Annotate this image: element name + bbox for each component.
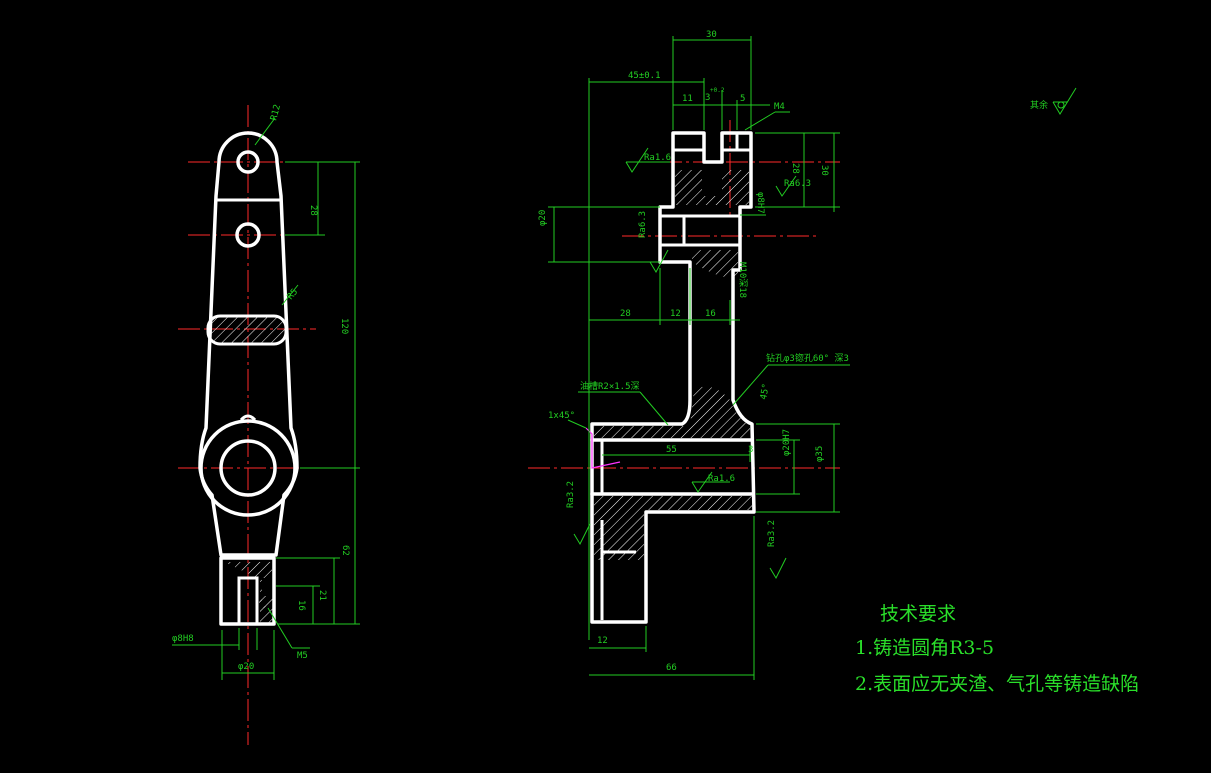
roughness-symbol [625, 147, 649, 173]
dim-3: 3 [748, 445, 753, 455]
surface-note-label: 其余 [1030, 99, 1048, 111]
hole-note: 钻孔φ3锪孔60° 深3 [766, 352, 849, 364]
boss-outer-circle [199, 419, 297, 517]
dim-5: 5 [740, 94, 745, 104]
dim-phi8h8: φ8H8 [172, 634, 194, 644]
ra16-a: Ra1.6 [644, 153, 671, 163]
bore-top-hatch [594, 426, 750, 438]
ra32-b: Ra3.2 [767, 520, 777, 547]
dim-phi20: φ20 [238, 662, 254, 672]
dim-m5: M5 [297, 651, 308, 661]
oil-note: 油槽R2×1.5深 [580, 380, 640, 392]
dim-m10: M10深18 [737, 262, 748, 298]
dim-phi20-right: φ20 [538, 210, 548, 226]
left-view: R12 28 120 R5 62 21 16 φ8H8 φ20 M5 [172, 103, 360, 745]
top-hole [236, 150, 260, 174]
ra63-a: Ra6.3 [784, 179, 811, 189]
dim-16: 16 [296, 600, 306, 611]
arm-section-outline [206, 314, 288, 346]
upper-hatch [675, 170, 749, 205]
requirement-1: 1.铸造圆角R3-5 [855, 637, 994, 659]
dim-12-h: 12 [670, 309, 681, 319]
technical-requirements: 技术要求 1.铸造圆角R3-5 2.表面应无夹渣、气孔等铸造缺陷 [855, 603, 1139, 695]
web-hatch [690, 386, 750, 426]
dim-11: 11 [682, 94, 693, 104]
dim-phi20h7: φ20H7 [782, 429, 792, 456]
ra32-a: Ra3.2 [566, 481, 576, 508]
arm-section-hatch [208, 316, 286, 344]
fork-slot [237, 576, 259, 626]
dim-28-v: 28 [790, 163, 800, 174]
dim-phi8h7: φ8H7 [755, 192, 765, 214]
second-hole [235, 222, 261, 248]
requirement-2: 2.表面应无夹渣、气孔等铸造缺陷 [855, 673, 1139, 695]
thread-hatch [259, 596, 273, 608]
dim-30-v: 30 [819, 165, 829, 176]
leader-chamfer [567, 419, 587, 429]
boss-bore [219, 439, 277, 497]
roughness-symbol [573, 523, 591, 546]
roughness-symbol [1052, 87, 1077, 115]
dim-r12: R12 [269, 103, 283, 121]
dim-phi35: φ35 [815, 446, 825, 462]
roughness-symbol [769, 557, 787, 580]
bore-bottom-hatch [594, 496, 752, 560]
leader-m4 [744, 111, 776, 131]
roughness-symbol [775, 175, 797, 197]
dim-30-top: 30 [706, 30, 717, 40]
dim-21: 21 [317, 590, 327, 601]
dim-3tol: 3 [705, 93, 710, 103]
dim-r5: R5 [286, 287, 301, 302]
ra63-b: Ra6.3 [638, 211, 648, 238]
dim-55: 55 [666, 445, 677, 455]
ra16-b: Ra1.6 [708, 474, 735, 484]
surface-note: 其余 [1030, 87, 1077, 115]
dim-16-h: 16 [705, 309, 716, 319]
leader-oil [639, 391, 669, 426]
upper-head-outline [590, 131, 756, 624]
leader-r12 [254, 117, 276, 146]
roughness-symbol [649, 249, 669, 274]
leader-r5 [281, 284, 299, 306]
chamfer-label: 1x45° [548, 411, 575, 421]
leader-m5 [267, 607, 293, 649]
keyway-notch [239, 414, 257, 422]
dim-28-h: 28 [620, 309, 631, 319]
dim-120: 120 [339, 318, 349, 334]
requirements-title: 技术要求 [880, 603, 956, 625]
dim-66: 66 [666, 663, 677, 673]
right-view: 30 45±0.1 11 3 +0.2 5 M4 Ra1.6 Ra6.3 28 … [528, 30, 850, 680]
mid-hatch [692, 250, 738, 279]
dim-m4: M4 [774, 102, 785, 112]
dim-tol: +0.2 [710, 87, 725, 94]
fork-hatch [224, 562, 274, 624]
angle-45: 45° [759, 383, 772, 401]
leader-hole [732, 364, 769, 406]
dim-28: 28 [308, 205, 318, 216]
dim-45: 45±0.1 [628, 71, 661, 81]
dim-12-b: 12 [597, 636, 608, 646]
dim-62: 62 [340, 545, 350, 556]
roughness-symbol [691, 471, 713, 493]
roughness-circle [1057, 101, 1065, 109]
